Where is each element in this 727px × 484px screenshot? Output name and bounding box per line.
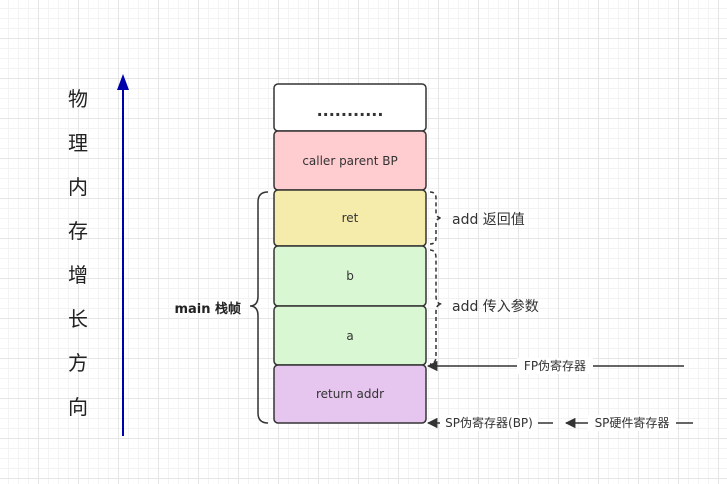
- main-frame-label: main 栈帧: [174, 301, 241, 317]
- stack-block-return-addr: [273, 364, 427, 424]
- fp-pointer: FP伪寄存器: [426, 358, 684, 374]
- direction-char: 向: [68, 395, 88, 419]
- growth-direction-arrow: [117, 74, 129, 436]
- add-params-brace: [429, 249, 443, 365]
- stack-block-label: return addr: [316, 387, 384, 401]
- direction-char: 增: [68, 263, 88, 287]
- sp-hw-label: SP硬件寄存器: [595, 415, 670, 430]
- sp-hw-pointer: SP硬件寄存器: [564, 415, 693, 431]
- main-frame-brace: [249, 191, 269, 424]
- direction-char: 方: [68, 351, 88, 375]
- fp-label: FP伪寄存器: [524, 358, 586, 373]
- direction-char: 存: [68, 219, 88, 243]
- stack-block-label: caller parent BP: [302, 154, 397, 168]
- add-return-label: add 返回值: [452, 212, 525, 228]
- direction-char: 长: [68, 307, 88, 331]
- stack-blocks: ........... caller parent BP ret b a ret…: [273, 83, 427, 424]
- stack-block-label: b: [346, 269, 354, 283]
- sp-pseudo-label: SP伪寄存器(BP): [445, 415, 533, 430]
- direction-char: 物: [68, 87, 88, 111]
- direction-char: 理: [68, 131, 88, 155]
- stack-block-label: ...........: [317, 101, 384, 120]
- direction-char: 内: [68, 175, 88, 199]
- add-params-label: add 传入参数: [452, 298, 539, 315]
- stack-block-label: a: [346, 329, 353, 343]
- add-return-brace: [429, 191, 443, 245]
- stack-block-label: ret: [342, 211, 359, 225]
- direction-label: 物 理 内 存 增 长 方 向: [68, 87, 88, 419]
- sp-pseudo-pointer: SP伪寄存器(BP): [426, 415, 553, 431]
